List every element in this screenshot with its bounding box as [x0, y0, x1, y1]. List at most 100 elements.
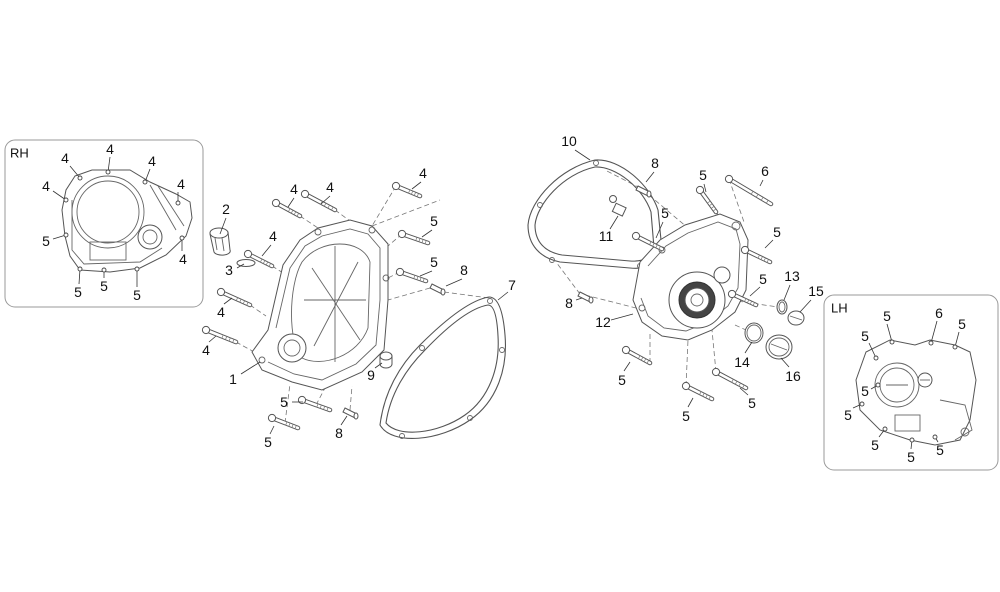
leader-line [419, 270, 433, 277]
bolt [243, 249, 275, 269]
rh-callout: 4 [42, 178, 50, 194]
leader-line [340, 415, 348, 426]
cover-ear-hole [731, 221, 741, 231]
bolt-head-marker [63, 232, 69, 238]
gasket-bolt-hole [593, 160, 599, 166]
alignment-dash [299, 215, 319, 229]
bolt-head [395, 267, 405, 277]
bolt-head [297, 395, 307, 405]
bolt-thread [235, 297, 239, 302]
bolt-thread [757, 254, 760, 259]
leader-line [445, 278, 463, 287]
gasket-outer-edge [527, 159, 663, 269]
leader-line [575, 297, 583, 301]
bolt-thread [760, 256, 763, 260]
bolt-head [397, 229, 407, 239]
bolt-thread [742, 384, 745, 389]
bolt-head [621, 345, 631, 355]
bolt [621, 345, 653, 366]
leader-line [886, 323, 893, 343]
leader-line [269, 425, 275, 435]
bolt-thread [408, 189, 411, 194]
leader-line [645, 171, 655, 183]
leader-line [52, 190, 67, 201]
bolt [397, 229, 431, 246]
gasket-part-7 [379, 296, 506, 440]
filler-cap-grip [221, 237, 225, 252]
bolt-thread [323, 405, 326, 410]
leader-line [421, 229, 433, 238]
bolt-thread [225, 336, 228, 341]
bolt-head [267, 413, 277, 423]
bolt-thread [285, 421, 288, 426]
gasket-part-10 [527, 159, 663, 269]
rh-callout: 4 [179, 251, 187, 267]
bolt-thread [410, 190, 414, 195]
leader-line [610, 313, 634, 321]
bolt-thread [246, 301, 249, 306]
leader-line [783, 284, 791, 301]
bolt-thread [326, 407, 329, 412]
bolt-thread [291, 423, 294, 428]
lh-inset-title: LH [831, 301, 848, 316]
bolt [631, 231, 665, 252]
clutch-cover-bolt-hole [382, 274, 390, 282]
gasket-bolt-hole [467, 415, 473, 421]
callout-dowel: 8 [651, 155, 659, 171]
leader-line [930, 320, 938, 344]
alignment-dash [387, 287, 431, 301]
alignment-dash [315, 387, 326, 406]
bolt [681, 381, 715, 402]
bolt-thread [706, 200, 711, 204]
bolt-head-marker [77, 266, 83, 272]
alignment-dash [371, 185, 397, 227]
bolt-head-marker [882, 426, 888, 432]
gasket-bolt-hole [549, 257, 555, 263]
leader-line [744, 341, 753, 354]
callout-bolt: 5 [759, 271, 767, 287]
leader-line [69, 165, 81, 179]
lh-inset-frame [823, 294, 999, 471]
dowel-end [440, 288, 446, 296]
alignment-dash [249, 304, 267, 317]
rh-cover-flange [71, 200, 163, 265]
clutch-release-inner [283, 339, 301, 357]
bolt [297, 395, 333, 413]
callout-oil-filler-cap: 2 [222, 201, 230, 217]
lh-cover-drawing [855, 339, 977, 446]
alignment-dash [711, 329, 717, 373]
cover-bolt-hole [638, 304, 646, 312]
leader-lines [52, 149, 960, 450]
lh-alternator-boss [874, 362, 920, 408]
lh-lower-housing [894, 414, 921, 432]
bolt-thread [228, 337, 231, 342]
gasket-bolt-hole [487, 298, 493, 304]
clutch-cover-bolt-hole [314, 228, 322, 236]
alignment-dash [604, 169, 641, 189]
bolt-thread [734, 380, 738, 385]
alignment-dash [584, 294, 637, 309]
callout-cap: 16 [785, 368, 801, 384]
alignment-dash [555, 261, 581, 295]
bolt-head-marker [142, 179, 148, 185]
plug-part-15 [787, 310, 805, 326]
callout-alternator-cover: 12 [595, 314, 611, 330]
bolt-head-marker [909, 437, 915, 443]
bolt-shaft [730, 292, 758, 307]
leader-line [223, 297, 233, 305]
bolt-shaft [624, 348, 652, 365]
bolt-head [695, 185, 705, 195]
alternator-cover-flange [640, 221, 741, 332]
clutch-release-boss [277, 333, 307, 363]
bolt-thread [323, 202, 327, 207]
bolt-thread [418, 238, 421, 243]
bolt-thread [702, 392, 705, 397]
leader-line [320, 195, 331, 205]
bolt-thread [712, 208, 717, 212]
lh-callout: 5 [844, 407, 852, 423]
dowel-part-8 [577, 291, 594, 304]
callout-gasket: 10 [561, 133, 577, 149]
bolt-thread [319, 404, 322, 409]
leader-line [749, 286, 761, 297]
leader-line [764, 239, 774, 249]
